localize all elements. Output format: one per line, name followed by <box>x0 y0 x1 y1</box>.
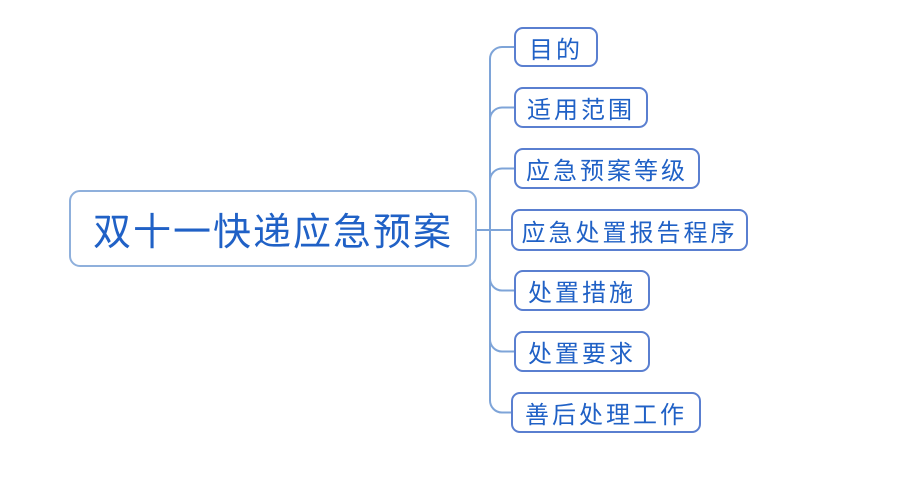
connector-branch-1 <box>489 46 514 230</box>
child-topic-plan-level[interactable]: 应急预案等级 <box>514 148 700 189</box>
connector-branch-7 <box>489 230 511 414</box>
child-topic-aftermath-work[interactable]: 善后处理工作 <box>511 392 701 433</box>
connector-branch-2 <box>489 106 514 230</box>
root-topic-label: 双十一快递应急预案 <box>92 212 453 254</box>
child-topic-label: 目的 <box>529 37 583 64</box>
child-topic-label: 处置措施 <box>528 281 636 307</box>
child-topic-handling-measures[interactable]: 处置措施 <box>514 270 650 311</box>
child-topic-label: 处置要求 <box>528 342 636 368</box>
connector-branch-6 <box>489 230 514 353</box>
child-topic-purpose[interactable]: 目的 <box>514 27 598 67</box>
child-topic-scope[interactable]: 适用范围 <box>514 87 648 128</box>
child-topic-label: 应急预案等级 <box>526 159 688 185</box>
child-topic-label: 应急处置报告程序 <box>521 220 738 247</box>
root-topic[interactable]: 双十一快递应急预案 <box>69 190 477 267</box>
child-topic-label: 善后处理工作 <box>525 403 687 429</box>
child-topic-report-procedure[interactable]: 应急处置报告程序 <box>511 209 748 251</box>
child-topic-label: 适用范围 <box>527 98 635 124</box>
child-topic-handling-requirements[interactable]: 处置要求 <box>514 331 650 372</box>
